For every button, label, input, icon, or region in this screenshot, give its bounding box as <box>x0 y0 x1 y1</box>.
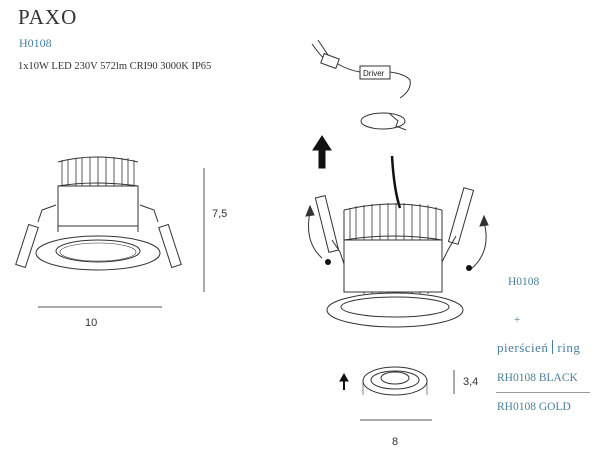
ring-height-dimension: 3,4 <box>463 376 479 388</box>
ring-label-separator <box>552 340 554 354</box>
variant-black: RH0108 BLACK <box>497 372 578 384</box>
product-specs: 1x10W LED 230V 572lm CRI90 3000K IP65 <box>18 61 212 72</box>
variant-gold: RH0108 GOLD <box>497 401 571 413</box>
driver-drawing <box>311 39 411 99</box>
left-height-dimension: 7,5 <box>212 208 228 220</box>
driver-label: Driver <box>363 69 385 78</box>
cutout-plate <box>360 112 407 131</box>
ring-label-pl: pierścień <box>497 340 549 355</box>
variant-divider <box>496 392 590 393</box>
up-arrow-small <box>339 372 349 390</box>
product-title: PAXO <box>18 5 78 29</box>
product-code: H0108 <box>19 36 52 50</box>
ring-drawing <box>360 366 455 421</box>
ring-label-en: ring <box>557 340 581 355</box>
ring-label: pierścień ring <box>497 340 580 356</box>
accessory-plus: + <box>514 314 521 326</box>
up-arrow-large <box>312 135 332 169</box>
ring-width-dimension: 8 <box>392 436 399 448</box>
right-downlight-drawing <box>305 187 489 328</box>
left-width-dimension: 10 <box>85 317 98 329</box>
right-product-code: H0108 <box>508 276 540 288</box>
left-downlight-drawing <box>15 156 205 308</box>
